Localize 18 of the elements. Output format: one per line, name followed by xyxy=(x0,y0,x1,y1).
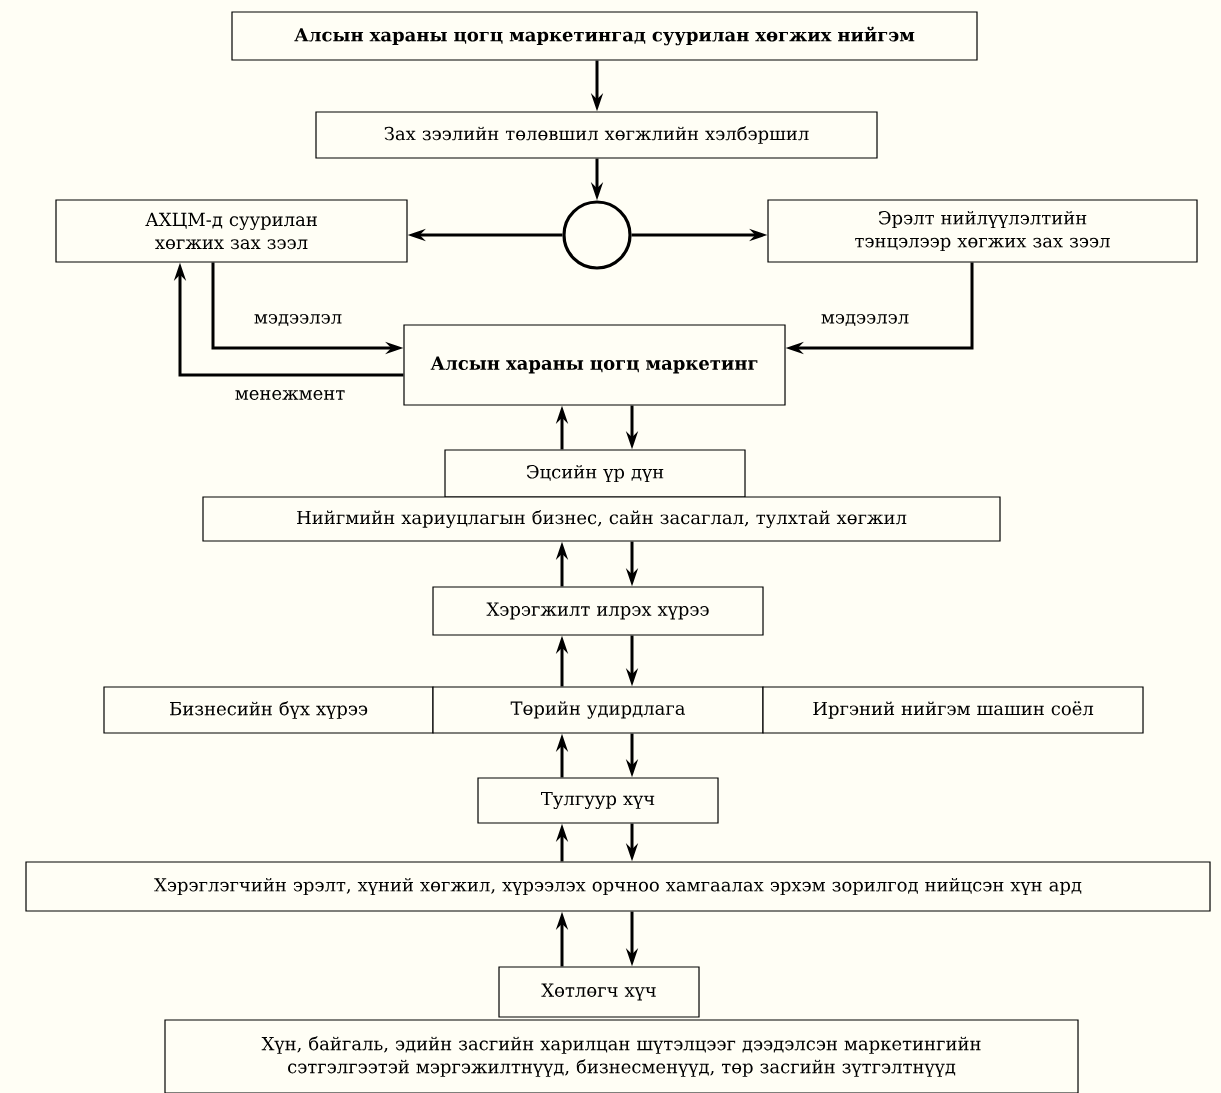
process-box: Бизнесийн бүх хүрээ xyxy=(103,686,434,734)
process-box: Эрэлт нийлүүлэлтийн тэнцэлээр хөгжих зах зээл xyxy=(767,199,1198,263)
process-box: Зах зээлийн төлөвшил хөгжлийн хэлбэршил xyxy=(315,111,878,159)
process-box: Хэрэглэгчийн эрэлт, хүний хөгжил, хүрээлэх орчноо хамгаалах эрхэм зорилгод нийцсэн хүн ард xyxy=(25,861,1211,912)
process-box: Хөтлөгч хүч xyxy=(498,966,700,1018)
edge-label: мэдээлэл xyxy=(254,313,342,327)
edge-label: мэдээлэл xyxy=(821,313,909,327)
edge-label: менежмент xyxy=(235,390,345,400)
process-box: Төрийн удирдлага xyxy=(432,686,764,734)
title-box: Алсын хараны цогц маркетингад суурилан хөгжих нийгэм xyxy=(231,11,978,61)
process-box: Хүн, байгаль, эдийн засгийн харилцан шүтэлцээг дээдэлсэн маркетингийн сэтгэлгээтэй мэргэжилтнүүд, бизнесменүүд, төр засгийн зүтгэлтнүүд xyxy=(164,1019,1079,1093)
process-box: Эцсийн үр дүн xyxy=(444,449,746,498)
process-box: Тулгуур хүч xyxy=(477,777,719,824)
process-box: АХЦМ-д суурилан хөгжих зах зээл xyxy=(55,199,408,263)
process-box: Иргэний нийгэм шашин соёл xyxy=(762,686,1144,734)
process-box: Хэрэгжилт илрэх хүрээ xyxy=(432,586,764,636)
process-box: Алсын хараны цогц маркетинг xyxy=(403,324,786,406)
junction-circle xyxy=(562,200,632,270)
